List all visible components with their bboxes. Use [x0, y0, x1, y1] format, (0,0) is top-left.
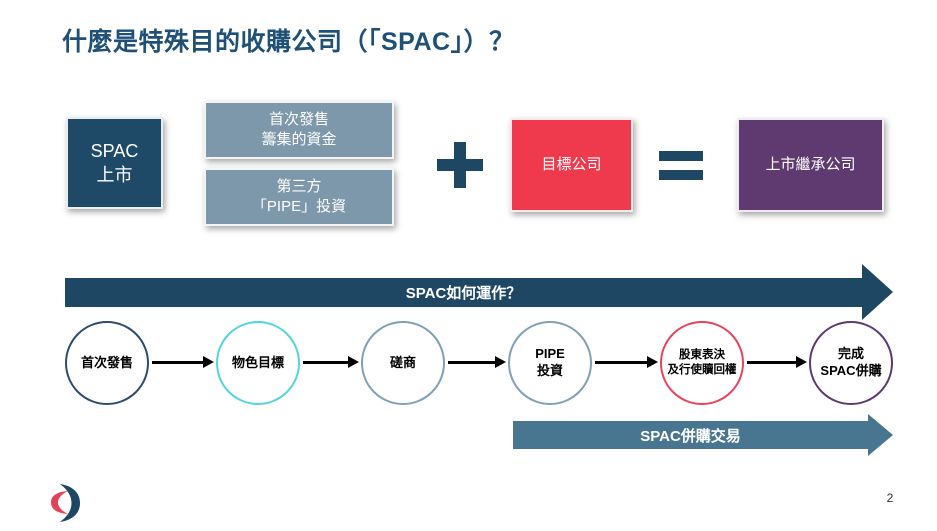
- target-company-label: 目標公司: [541, 155, 602, 173]
- pipe-investment-line2: 「PIPE」投資: [251, 198, 347, 215]
- step-shareholder-vote-line2: 及行使贖回權: [667, 364, 737, 376]
- step-pipe-investment-line2: 投資: [536, 363, 563, 378]
- target-company-box: 目標公司: [510, 118, 633, 212]
- page-number: 2: [886, 491, 894, 505]
- step-identify-target-line1: 物色目標: [231, 354, 284, 370]
- step-ipo-circle: 首次發售: [65, 321, 149, 405]
- spac-listing-line1: SPAC: [90, 140, 139, 161]
- spac-ma-transaction-banner: SPAC併購交易: [513, 414, 893, 456]
- ipo-funds-box: 首次發售 籌集的資金: [204, 101, 394, 159]
- step-negotiation-circle: 磋商: [361, 321, 445, 405]
- spac-listing-line2: 上市: [96, 165, 133, 185]
- spac-ma-transaction-label: SPAC併購交易: [640, 427, 741, 445]
- step-identify-target-circle: 物色目標: [216, 321, 300, 405]
- flow-arrow-icon: [303, 356, 359, 368]
- page-title: 什麼是特殊目的收購公司（「SPAC」）？: [62, 28, 515, 56]
- listed-successor-box: 上市繼承公司: [737, 118, 884, 212]
- step-completion-circle: 完成 SPAC併購: [809, 321, 893, 405]
- step-negotiation-line1: 磋商: [389, 354, 416, 370]
- flow-arrow-icon: [152, 356, 214, 368]
- step-completion-line2: SPAC併購: [820, 363, 882, 378]
- listed-successor-label: 上市繼承公司: [765, 155, 856, 173]
- how-spac-works-banner: SPAC如何運作？: [65, 264, 893, 320]
- step-pipe-investment-circle: PIPE 投資: [508, 321, 592, 405]
- flow-arrow-icon: [448, 356, 506, 368]
- plus-icon: [437, 142, 483, 188]
- pipe-investment-box: 第三方 「PIPE」投資: [204, 168, 394, 226]
- flow-arrow-icon: [595, 356, 658, 368]
- how-spac-works-label: SPAC如何運作？: [405, 285, 522, 302]
- spac-listing-box: SPAC 上市: [66, 117, 163, 209]
- equals-icon: [659, 151, 703, 180]
- hkex-logo-icon: [44, 484, 88, 522]
- flow-arrow-icon: [747, 356, 807, 368]
- ipo-funds-line2: 籌集的資金: [261, 131, 337, 148]
- step-completion-line1: 完成: [837, 346, 864, 362]
- step-ipo-line1: 首次發售: [80, 354, 133, 370]
- step-shareholder-vote-line1: 股東表決: [679, 349, 725, 362]
- step-pipe-investment-line1: PIPE: [535, 346, 565, 362]
- ipo-funds-line1: 首次發售: [268, 110, 329, 128]
- pipe-investment-line1: 第三方: [276, 177, 322, 195]
- step-shareholder-vote-circle: 股東表決 及行使贖回權: [660, 321, 744, 405]
